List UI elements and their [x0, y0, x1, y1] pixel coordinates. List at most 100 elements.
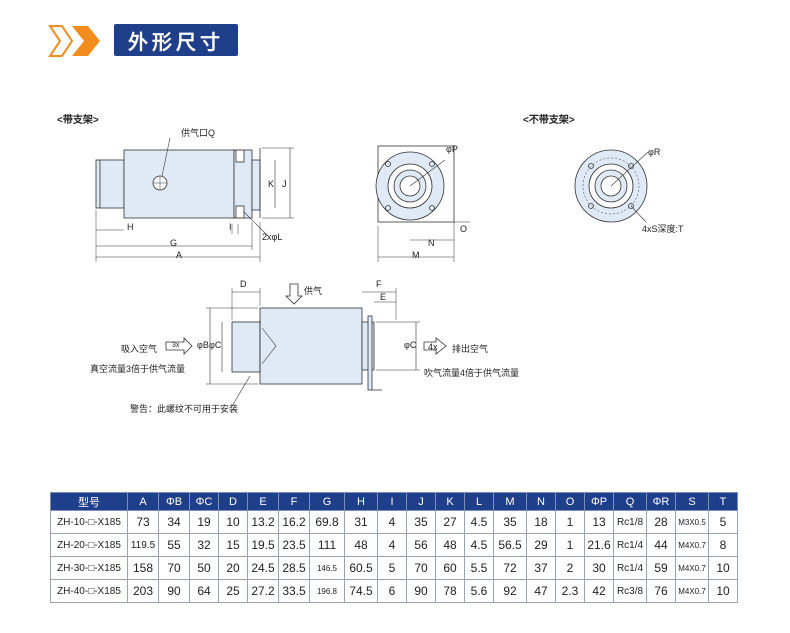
cell: 5	[377, 556, 407, 580]
cell: 2.3	[555, 579, 585, 603]
col-header: I	[377, 492, 407, 511]
label-supply: 供气	[304, 286, 323, 296]
cell: 34	[158, 510, 190, 534]
label-E: E	[380, 292, 387, 302]
cell: 32	[189, 533, 219, 557]
cell: 4.5	[464, 533, 494, 557]
col-header: ΦB	[158, 492, 190, 511]
label-suction-mult: 3x	[172, 342, 180, 349]
cell: 35	[406, 510, 436, 534]
cell: 196.8	[309, 579, 345, 603]
cell: 60	[435, 556, 465, 580]
cell: 18	[526, 510, 556, 534]
col-header: E	[247, 492, 279, 511]
cell: 10	[708, 579, 738, 603]
cell: 31	[344, 510, 378, 534]
label-I: I	[229, 222, 232, 232]
cell: 55	[158, 533, 190, 557]
col-header: D	[218, 492, 248, 511]
cell: 44	[646, 533, 676, 557]
cell: 19.5	[247, 533, 279, 557]
cell: 64	[189, 579, 219, 603]
col-header: N	[526, 492, 556, 511]
col-header: ΦR	[646, 492, 676, 511]
label-C-right: φC	[404, 340, 417, 350]
cell: 47	[526, 579, 556, 603]
label-N: N	[428, 238, 435, 248]
cell-model: ZH-10-□-X185	[50, 510, 128, 534]
label-P: φP	[446, 144, 458, 154]
label-M: M	[412, 250, 420, 260]
cell: 42	[584, 579, 614, 603]
cell: 92	[493, 579, 527, 603]
label-supply-port: 供气口Q	[181, 128, 216, 138]
col-header: Q	[613, 492, 647, 511]
label-D: D	[240, 279, 247, 289]
cell: Rc1/8	[613, 510, 647, 534]
cell: 5.6	[464, 579, 494, 603]
col-header: J	[406, 492, 436, 511]
label-B: φB	[197, 340, 209, 350]
side-view-bracket	[95, 137, 294, 262]
cell: 28.5	[278, 556, 310, 580]
cell: 203	[127, 579, 159, 603]
label-suction: 吸入空气	[121, 344, 158, 354]
label-warning: 警告：此螺纹不可用于安装	[130, 404, 239, 414]
cell: 25	[218, 579, 248, 603]
cell-model: ZH-20-□-X185	[50, 533, 128, 557]
caption-with-bracket: <带支架>	[57, 115, 99, 126]
col-header: K	[435, 492, 465, 511]
spec-table: 型号 A ΦB ΦC D E F G H I J K L M N O ΦP Q …	[50, 492, 738, 603]
cell: 50	[189, 556, 219, 580]
cell: 8	[708, 533, 738, 557]
cell: 90	[158, 579, 190, 603]
chevron-arrows-icon	[48, 25, 100, 57]
cell: 6	[377, 579, 407, 603]
cell: 59	[646, 556, 676, 580]
cell: 28	[646, 510, 676, 534]
table-header-row: 型号 A ΦB ΦC D E F G H I J K L M N O ΦP Q …	[50, 492, 738, 511]
cell: 146.5	[309, 556, 345, 580]
col-header: ΦP	[584, 492, 614, 511]
cell: 74.5	[344, 579, 378, 603]
cell: 24.5	[247, 556, 279, 580]
cell: 10	[708, 556, 738, 580]
cell: 27	[435, 510, 465, 534]
cell: 23.5	[278, 533, 310, 557]
label-K: K	[268, 179, 275, 189]
cell: 16.2	[278, 510, 310, 534]
cell: M3X0.5	[675, 510, 709, 534]
label-exhaust: 排出空气	[452, 344, 489, 354]
label-A: A	[176, 250, 183, 260]
label-F: F	[376, 279, 382, 289]
cell: 48	[344, 533, 378, 557]
dimension-drawing	[95, 137, 649, 407]
section-header: 外形尺寸	[0, 0, 790, 60]
cell: 20	[218, 556, 248, 580]
cell: 70	[406, 556, 436, 580]
cell: 4	[377, 510, 407, 534]
table-row: ZH-20-□-X185 119.5 55 32 15 19.5 23.5 11…	[50, 533, 738, 557]
cell: 2	[555, 556, 585, 580]
col-header: ΦC	[189, 492, 219, 511]
cell: 48	[435, 533, 465, 557]
cell: Rc3/8	[613, 579, 647, 603]
cell: Rc1/4	[613, 556, 647, 580]
cell: 111	[309, 533, 345, 557]
label-blow-note: 吹气流量4倍于供气流量	[424, 368, 520, 378]
cell: 4.5	[464, 510, 494, 534]
cell: 76	[646, 579, 676, 603]
table-row: ZH-30-□-X185 158 70 50 20 24.5 28.5 146.…	[50, 556, 738, 580]
col-header: G	[309, 492, 345, 511]
col-header: A	[127, 492, 159, 511]
col-header: H	[344, 492, 378, 511]
section-title: 外形尺寸	[114, 24, 238, 56]
label-J: J	[282, 179, 287, 189]
cell: 72	[493, 556, 527, 580]
label-R: φR	[648, 147, 661, 157]
cell: 90	[406, 579, 436, 603]
cell: 15	[218, 533, 248, 557]
label-G: G	[170, 238, 178, 248]
cell: 56.5	[493, 533, 527, 557]
cell: 21.6	[584, 533, 614, 557]
